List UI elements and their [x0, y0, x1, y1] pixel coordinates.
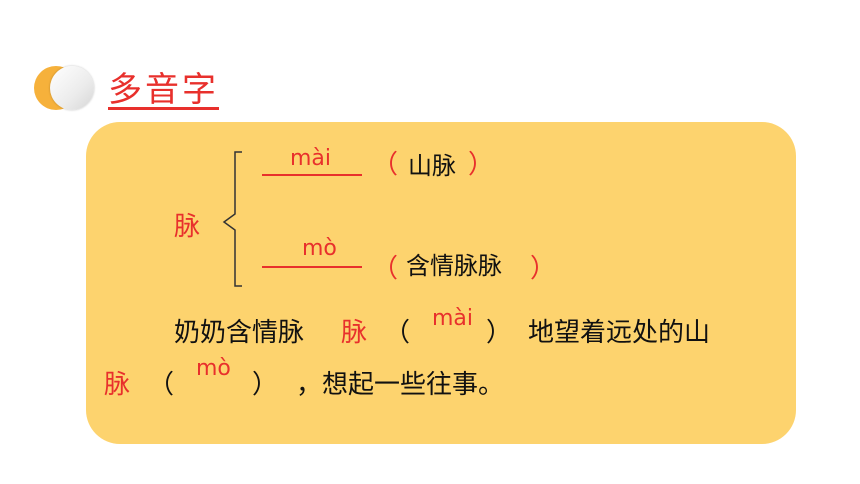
- content-panel: [86, 122, 796, 444]
- sentence-red-char-1: 脉: [341, 318, 368, 348]
- title-bullet-icon: [34, 66, 94, 110]
- reading-2-word: 含情脉脉: [406, 252, 502, 280]
- reading-2-pinyin: mò: [302, 236, 337, 261]
- reading-1-word: 山脉: [408, 152, 456, 180]
- sentence-close-paren-2: ）: [252, 370, 279, 400]
- reading-1-close-paren: ）: [468, 150, 495, 180]
- sentence-part1: 奶奶含情脉: [174, 318, 305, 348]
- bullet-white-circle: [50, 66, 94, 110]
- reading-2-close-paren: ）: [530, 254, 557, 284]
- sentence-part2: 地望着远处的山: [528, 318, 711, 348]
- sentence-answer-2: mò: [196, 356, 231, 381]
- page-title: 多音字: [108, 70, 219, 110]
- reading-1-open-paren: （: [372, 150, 399, 180]
- sentence-open-paren-2: （: [148, 370, 175, 400]
- sentence-red-char-2: 脉: [104, 370, 131, 400]
- reading-1-blank: [262, 174, 362, 176]
- reading-2-open-paren: （: [372, 254, 399, 284]
- sentence-part3: ，想起一些往事。: [296, 370, 505, 400]
- reading-1-pinyin: mài: [290, 146, 332, 171]
- reading-2-blank: [262, 266, 362, 268]
- sentence-answer-1: mài: [432, 306, 474, 331]
- polyphonic-char: 脉: [174, 212, 201, 242]
- brace-icon: [222, 151, 242, 287]
- sentence-open-paren-1: （: [384, 318, 411, 348]
- sentence-close-paren-1: ）: [486, 318, 513, 348]
